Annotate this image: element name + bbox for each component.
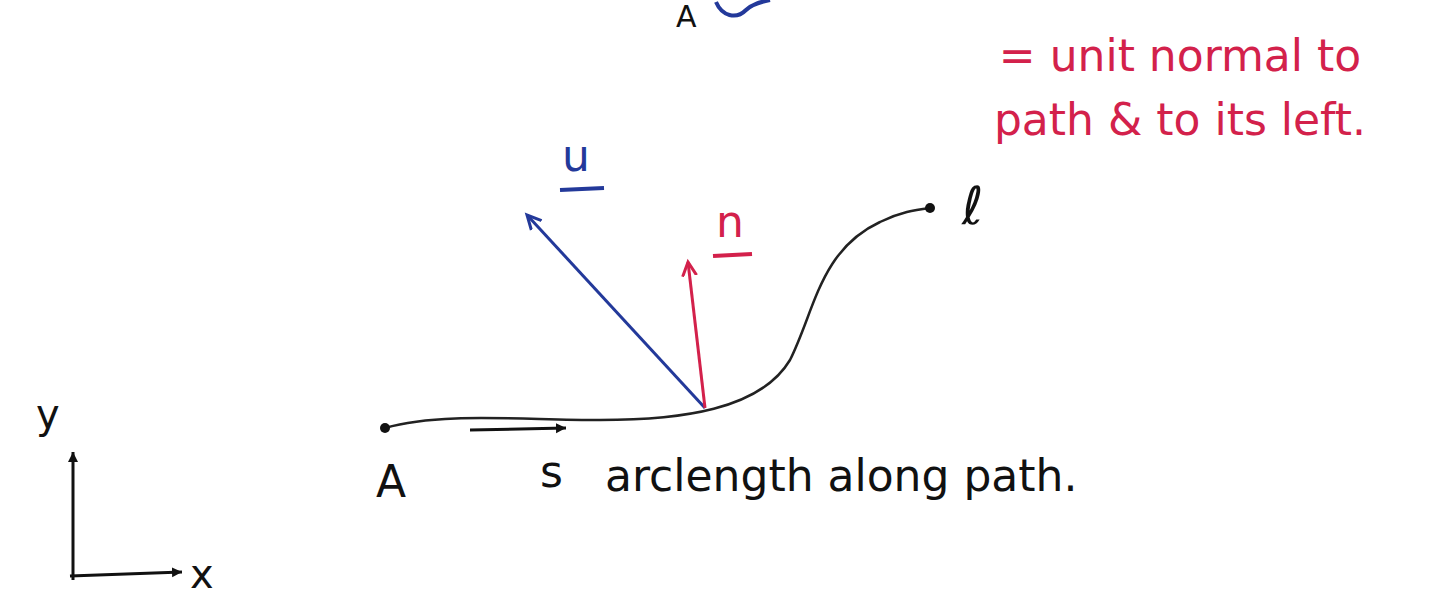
path-curve [385,208,930,428]
note-text: = unit normal to path & to its left. [945,24,1415,152]
u-underline [560,188,604,190]
n-vector [688,262,705,408]
n-underline [713,254,752,256]
arclength-arrow [470,428,566,430]
axis-label: y [36,392,60,436]
start-dot [380,423,390,433]
vector-label: n [716,198,744,246]
vector-label: u [562,132,590,180]
axis-label: x [190,552,214,596]
note-text: arclength along path. [605,452,1077,500]
x-axis [70,572,182,576]
u-vector [527,215,705,408]
y-axis [72,452,75,580]
point-label: ℓ [962,178,983,235]
variable-label: s [540,448,563,496]
point-label: A [676,0,697,33]
blue-scribble [716,0,770,16]
point-label: A [376,458,406,506]
end-dot [925,203,935,213]
